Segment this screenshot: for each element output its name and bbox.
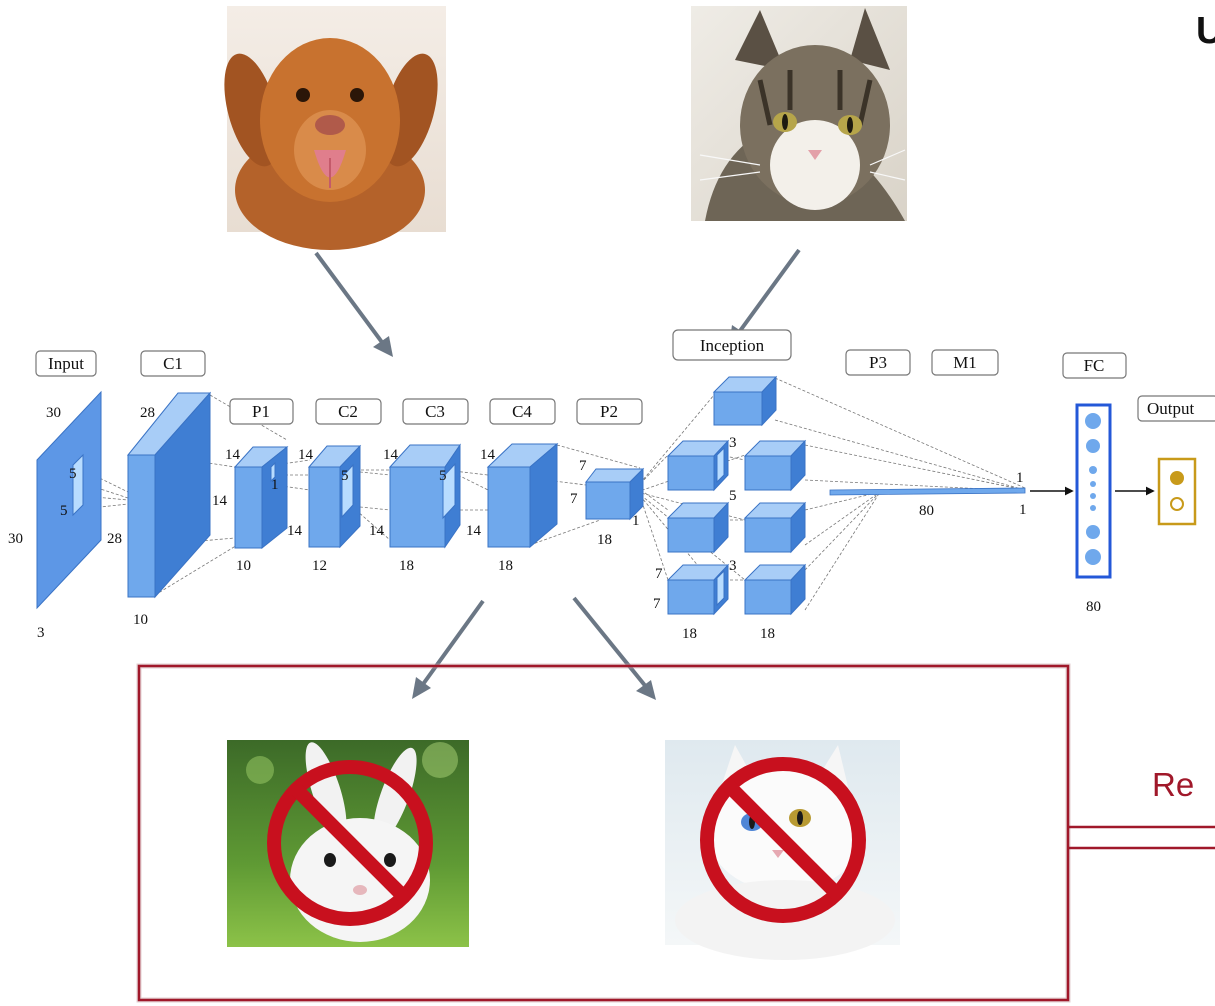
svg-text:1: 1	[271, 477, 279, 493]
inception-module	[666, 375, 807, 616]
inception-block-r1c1	[666, 439, 730, 492]
svg-text:3: 3	[37, 625, 45, 641]
label-output: Output	[1137, 395, 1215, 422]
svg-text:C2: C2	[338, 402, 358, 421]
svg-text:P1: P1	[252, 402, 270, 421]
label-input: Input	[35, 350, 97, 377]
label-p2: P2	[576, 398, 643, 425]
c2-layer-block	[307, 444, 362, 549]
c4-layer-block	[486, 442, 559, 549]
tabby-cat-photo	[691, 6, 907, 221]
svg-text:Inception: Inception	[700, 336, 765, 355]
svg-text:3: 3	[729, 558, 737, 574]
inception-block-top	[712, 375, 778, 427]
svg-text:14: 14	[287, 523, 303, 539]
svg-text:5: 5	[60, 503, 68, 519]
svg-text:FC: FC	[1084, 356, 1105, 375]
label-c1: C1	[140, 350, 206, 377]
c1-layer-block	[126, 391, 212, 599]
label-p1: P1	[229, 398, 294, 425]
input-layer-block	[36, 390, 102, 610]
svg-text:10: 10	[236, 558, 251, 574]
inception-block-r1c2	[743, 439, 807, 492]
label-c2: C2	[315, 398, 382, 425]
label-inception: Inception	[672, 329, 792, 361]
svg-text:80: 80	[919, 503, 934, 519]
arrow-to-white-cat	[572, 596, 656, 700]
svg-text:28: 28	[140, 405, 155, 421]
svg-text:14: 14	[480, 447, 496, 463]
svg-text:7: 7	[579, 458, 587, 474]
svg-text:Input: Input	[48, 354, 84, 373]
svg-text:30: 30	[8, 531, 23, 547]
svg-text:18: 18	[597, 532, 612, 548]
svg-text:12: 12	[312, 558, 327, 574]
output-layer	[1157, 457, 1197, 526]
svg-text:5: 5	[341, 468, 349, 484]
svg-text:18: 18	[760, 626, 775, 642]
svg-text:1: 1	[1019, 502, 1027, 518]
inception-block-r2c1	[666, 501, 730, 554]
label-c4: C4	[489, 398, 556, 425]
svg-text:C3: C3	[425, 402, 445, 421]
svg-text:5: 5	[729, 488, 737, 504]
svg-text:18: 18	[498, 558, 513, 574]
svg-text:7: 7	[570, 491, 578, 507]
svg-text:M1: M1	[953, 353, 977, 372]
svg-text:14: 14	[466, 523, 482, 539]
label-m1: M1	[931, 349, 999, 376]
svg-text:18: 18	[399, 558, 414, 574]
dog-photo	[224, 6, 446, 250]
inception-block-r3c1	[666, 563, 730, 616]
svg-text:5: 5	[439, 468, 447, 484]
label-fc: FC	[1062, 352, 1127, 379]
cut-off-rejected-text: Re	[1152, 766, 1195, 803]
svg-text:14: 14	[212, 493, 228, 509]
svg-text:5: 5	[69, 466, 77, 482]
svg-text:1: 1	[1016, 470, 1024, 486]
svg-text:3: 3	[729, 435, 737, 451]
svg-text:18: 18	[682, 626, 697, 642]
svg-text:10: 10	[133, 612, 148, 628]
svg-text:28: 28	[107, 531, 122, 547]
svg-text:C4: C4	[512, 402, 532, 421]
svg-text:P2: P2	[600, 402, 618, 421]
fc-layer	[1075, 403, 1112, 579]
p1-layer-block	[233, 445, 289, 550]
svg-text:Output: Output	[1147, 399, 1195, 418]
cut-off-title-text: U	[1196, 10, 1215, 52]
svg-text:80: 80	[1086, 599, 1101, 615]
svg-text:14: 14	[298, 447, 314, 463]
label-p3: P3	[845, 349, 911, 376]
svg-text:7: 7	[653, 596, 661, 612]
svg-text:1: 1	[632, 513, 640, 529]
rejected-frame	[136, 663, 1215, 1003]
svg-text:C1: C1	[163, 354, 183, 373]
p2-layer-block	[584, 467, 645, 521]
p3-m1-vector	[829, 487, 1026, 496]
inception-block-r2c2	[743, 501, 807, 554]
svg-text:14: 14	[225, 447, 241, 463]
label-c3: C3	[402, 398, 469, 425]
dimension-labels: 30 30 5 5 3 28 28 10 14 14 1 10 14 14 5 …	[8, 405, 1101, 642]
arrow-dog-to-network	[314, 251, 393, 357]
svg-text:P3: P3	[869, 353, 887, 372]
prohibit-icon	[267, 760, 433, 926]
svg-text:14: 14	[383, 447, 399, 463]
svg-text:14: 14	[369, 523, 385, 539]
inception-block-r3c2	[743, 563, 807, 616]
svg-text:7: 7	[655, 566, 663, 582]
prohibit-icon	[700, 757, 866, 923]
arrow-to-rabbit	[412, 599, 485, 699]
c3-layer-block	[388, 443, 461, 549]
svg-text:30: 30	[46, 405, 61, 421]
